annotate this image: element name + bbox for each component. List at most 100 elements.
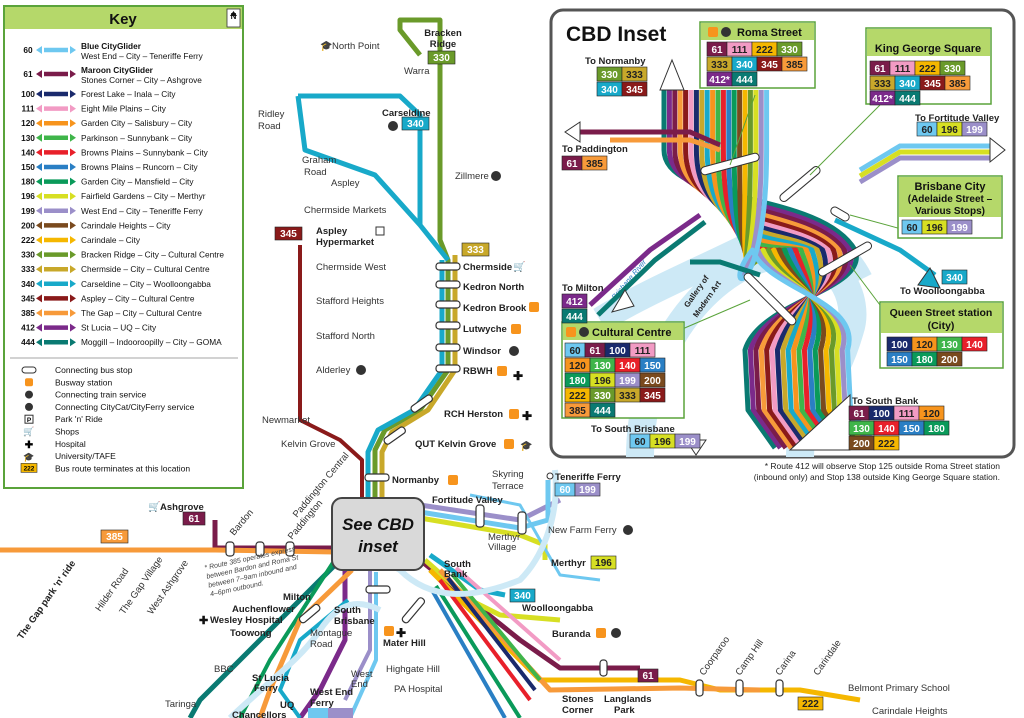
inset-badge-200: 200 [639, 372, 666, 388]
svg-text:West: West [351, 669, 373, 680]
key-symbol-label: Shops [55, 427, 79, 437]
inset-badge-140: 140 [614, 357, 641, 373]
svg-text:150: 150 [891, 355, 908, 366]
inset-badge-333: 333 [869, 75, 896, 91]
svg-text:Ridge: Ridge [430, 39, 456, 50]
svg-text:Aspley: Aspley [316, 226, 348, 237]
busway-station-icon [509, 409, 519, 419]
svg-text:Belmont Primary School: Belmont Primary School [848, 683, 950, 694]
hospital-icon: ✚ [25, 440, 34, 451]
svg-text:340: 340 [946, 273, 963, 284]
inset-badge-100: 100 [886, 336, 913, 352]
inset-badge-222: 222 [873, 435, 900, 451]
svg-text:Chermside West: Chermside West [316, 262, 386, 273]
svg-text:196: 196 [941, 125, 958, 136]
svg-text:199: 199 [619, 376, 636, 387]
inset-route-140-line [720, 90, 837, 450]
busway-station-icon [497, 366, 507, 376]
inset-badge-345: 345 [919, 75, 946, 91]
inset-badge-150: 150 [639, 357, 666, 373]
inset-badge-61: 61 [848, 405, 870, 421]
svg-text:Road: Road [304, 167, 327, 178]
inset-badge-61: 61 [706, 41, 728, 57]
svg-text:Merthyr: Merthyr [551, 558, 586, 569]
key-symbol-row: P Park 'n' Ride [24, 414, 103, 424]
svg-text:Taringa: Taringa [165, 699, 197, 710]
svg-text:Warra: Warra [404, 66, 430, 77]
key-symbol-label: Connecting CityCat/CityFerry service [55, 402, 195, 412]
park-n-ride-icon: P [24, 414, 34, 424]
svg-text:BBC: BBC [214, 664, 234, 675]
svg-text:100: 100 [873, 409, 890, 420]
busway-station-icon [504, 439, 514, 449]
key-route-name: The Gap – City – Cultural Centre [81, 308, 202, 318]
inset-badge-385: 385 [564, 402, 591, 418]
svg-text:345: 345 [626, 85, 643, 96]
svg-text:130: 130 [941, 340, 958, 351]
svg-text:444: 444 [594, 406, 611, 417]
svg-text:To Fortitude Valley: To Fortitude Valley [915, 113, 1000, 124]
svg-text:199: 199 [579, 485, 596, 496]
train-icon [491, 171, 501, 181]
key-symbol-label: Park 'n' Ride [55, 414, 103, 424]
svg-text:To Normanby: To Normanby [585, 56, 646, 67]
inset-badge-345: 345 [639, 387, 666, 403]
svg-text:100: 100 [891, 340, 908, 351]
key-route-number: 100 [21, 89, 35, 99]
key-route-name: Browns Plains – Sunnybank – City [81, 147, 209, 157]
inset-badge-340: 340 [894, 75, 921, 91]
connecting-bus-stop-icon [21, 366, 37, 374]
inset-badge-444: 444 [894, 90, 921, 106]
svg-text:N: N [231, 12, 237, 21]
svg-text:444: 444 [566, 312, 583, 323]
badge-340: 340 [401, 116, 430, 131]
key-route-name: Carseldine – City – Woolloongabba [81, 279, 211, 289]
inset-badge-200: 200 [848, 435, 875, 451]
svg-text:222: 222 [756, 45, 773, 56]
ferry-icon [623, 525, 633, 535]
route-385-line [0, 547, 336, 555]
svg-text:330: 330 [781, 45, 798, 56]
key-route-number: 412 [21, 323, 35, 333]
svg-text:61: 61 [589, 346, 601, 357]
key-route-number: 130 [21, 133, 35, 143]
svg-text:Buranda: Buranda [552, 629, 591, 640]
svg-text:196: 196 [594, 376, 611, 387]
svg-text:345: 345 [761, 60, 778, 71]
key-route-number: 111 [22, 104, 35, 114]
svg-text:Graham: Graham [302, 155, 336, 166]
inset-badge-61: 61 [561, 155, 583, 171]
inset-badge-150: 150 [898, 420, 925, 436]
key-symbol-label: Connecting bus stop [55, 365, 133, 375]
svg-text:340: 340 [407, 119, 424, 130]
svg-text:199: 199 [951, 223, 968, 234]
ferry-icon [25, 402, 33, 411]
svg-text:🎓: 🎓 [320, 40, 332, 52]
svg-text:Kelvin Grove: Kelvin Grove [281, 439, 335, 450]
key-symbol-label: Hospital [55, 439, 86, 449]
key-route-number: 120 [21, 118, 35, 128]
svg-text:Village: Village [488, 542, 516, 553]
key-route-number: 345 [21, 293, 35, 303]
svg-text:200: 200 [644, 376, 661, 387]
see-cbd-inset-box[interactable]: See CBD inset [331, 497, 425, 571]
svg-text:111: 111 [732, 45, 748, 56]
svg-text:Ridley: Ridley [258, 109, 285, 120]
svg-text:333: 333 [874, 79, 891, 90]
busway-station-icon [448, 475, 458, 485]
inset-badge-111: 111 [629, 342, 656, 358]
svg-text:111: 111 [895, 64, 911, 75]
svg-text:UQ: UQ [280, 700, 294, 711]
svg-text:61: 61 [188, 514, 200, 525]
key-route-number: 140 [21, 147, 35, 157]
badge-60: 60 [554, 482, 576, 497]
svg-text:West End: West End [310, 687, 353, 698]
svg-text:Teneriffe Ferry: Teneriffe Ferry [555, 472, 622, 483]
shops-icon: 🛒 [148, 500, 160, 513]
svg-text:Normanby: Normanby [392, 475, 440, 486]
svg-text:P: P [27, 417, 32, 424]
